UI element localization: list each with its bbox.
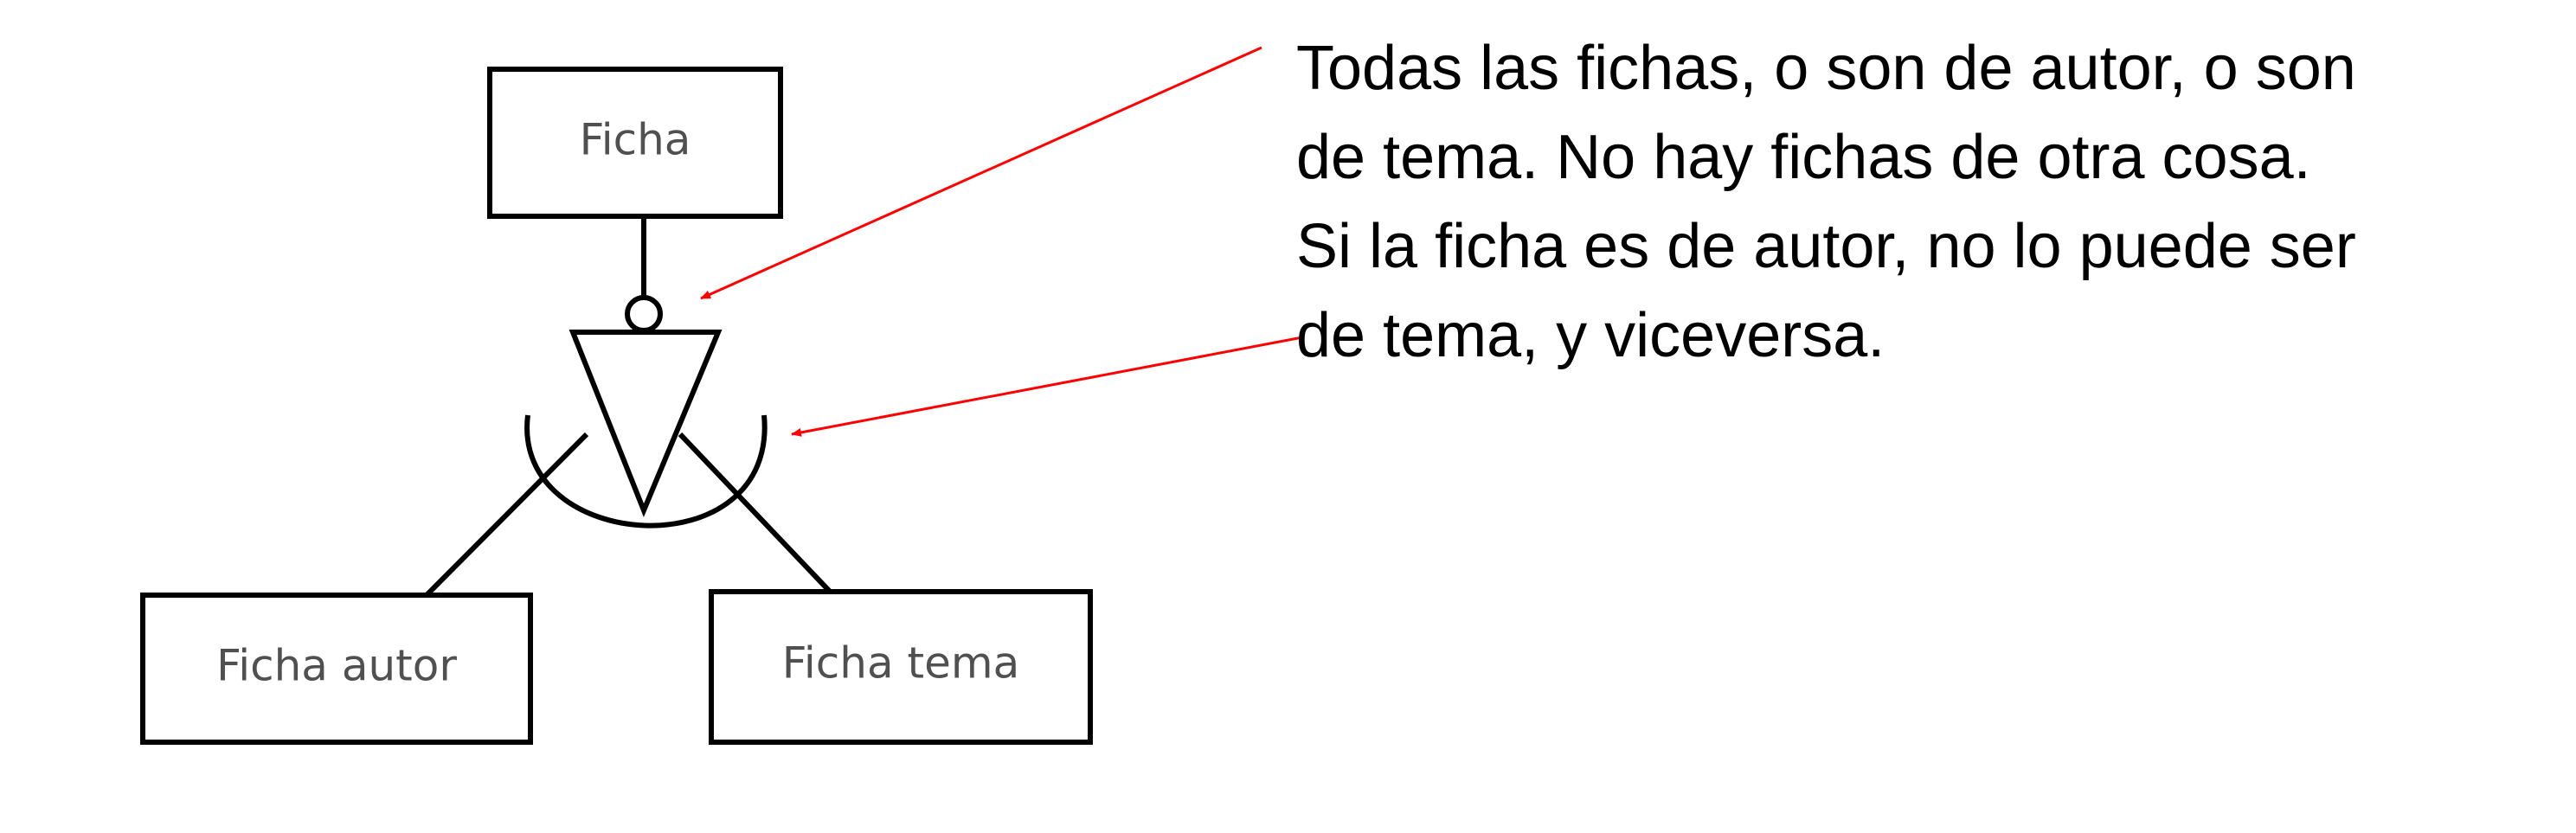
arrow-to-subset-arc [791, 336, 1303, 437]
annotation-line-1: Todas las fichas, o son de autor, o son [1296, 34, 2356, 103]
subset-arc [524, 414, 768, 529]
annotation-line-4: de tema, y viceversa. [1296, 301, 1885, 370]
total-participation-circle [625, 295, 663, 333]
annotation-line-2: de tema. No hay fichas de otra cosa. [1296, 123, 2311, 192]
child-connector-line-tema [678, 432, 836, 598]
annotation-text: Todas las fichas, o son de autor, o son … [1296, 24, 2560, 381]
entity-ficha-autor-label: Ficha autor [216, 641, 457, 691]
disjoint-triangle [569, 330, 723, 517]
entity-ficha-box [487, 67, 783, 219]
arrow-to-total-circle [700, 46, 1262, 300]
entity-ficha-tema-label: Ficha tema [782, 638, 1019, 689]
annotation-line-3: Si la ficha es de autor, no lo puede ser [1296, 212, 2356, 281]
entity-ficha-tema-box [709, 589, 1093, 745]
entity-ficha-autor: Ficha autor [140, 593, 533, 745]
entity-ficha-label: Ficha [580, 115, 691, 165]
entity-ficha-tema: Ficha tema [709, 589, 1093, 745]
entity-ficha-autor-box [140, 593, 533, 745]
entity-ficha: Ficha [487, 67, 783, 219]
child-connector-line-autor [424, 432, 589, 598]
